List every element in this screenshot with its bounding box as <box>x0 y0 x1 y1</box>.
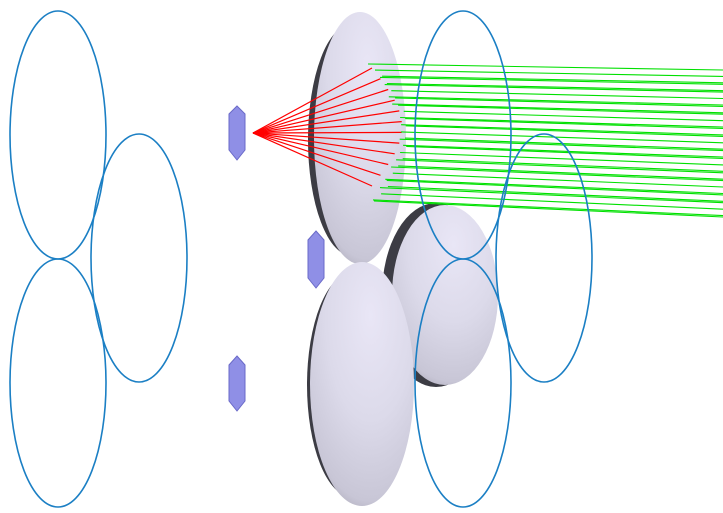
collimated-ray <box>405 118 723 130</box>
aperture-outline <box>9 10 107 260</box>
collimated-ray <box>400 131 723 144</box>
collimated-ray <box>373 200 723 218</box>
collimated-ray <box>402 158 723 172</box>
collimated-ray <box>391 90 723 100</box>
collimated-ray <box>405 125 723 137</box>
collimated-ray <box>392 103 723 114</box>
collimated-ray <box>404 137 723 150</box>
collimated-ray <box>374 69 723 77</box>
aperture-outline <box>90 133 188 383</box>
ray-to-mirror <box>252 132 389 166</box>
ray-to-mirror <box>252 131 402 134</box>
collimated-ray <box>388 96 723 106</box>
rays-to-mirror <box>252 67 402 187</box>
collimated-ray <box>398 165 723 180</box>
collimated-ray <box>406 145 723 160</box>
collimated-ray <box>391 166 723 182</box>
collimated-ray <box>403 110 723 122</box>
aperture-outline <box>9 258 107 508</box>
collimated-ray <box>395 97 723 107</box>
collimated-ray <box>399 138 723 152</box>
collimated-ray <box>382 75 723 84</box>
ray-to-mirror <box>252 78 381 134</box>
ray-to-mirror <box>252 99 395 134</box>
collimated-ray <box>381 193 723 210</box>
collimated-ray <box>401 124 723 136</box>
collimated-ray <box>379 187 723 204</box>
parabolic-mirror <box>307 262 414 506</box>
source-element <box>228 355 246 412</box>
ray-to-mirror <box>252 88 389 134</box>
collimated-ray <box>387 185 723 202</box>
ray-to-mirror <box>252 121 402 134</box>
aperture-outlines <box>9 10 593 508</box>
collimated-ray <box>400 151 723 166</box>
collimated-ray <box>403 144 723 158</box>
collimated-ray <box>400 116 723 128</box>
aperture-outline <box>495 133 593 383</box>
ray-to-mirror <box>252 132 373 187</box>
ray-to-mirror <box>252 132 395 155</box>
collimated-ray <box>367 63 723 71</box>
collimated-ray <box>386 82 723 92</box>
collimated-ray <box>396 159 723 174</box>
collimated-ray <box>379 76 723 85</box>
collimated-rays <box>367 63 723 218</box>
ray-to-mirror <box>252 110 400 134</box>
ray-to-mirror <box>252 67 373 134</box>
collimated-ray <box>385 178 723 195</box>
aperture-outline <box>414 258 512 508</box>
mirror-face <box>310 262 414 506</box>
ray-to-mirror <box>252 132 400 144</box>
collimated-ray <box>372 199 723 217</box>
source-element <box>228 105 246 161</box>
collimated-ray <box>398 104 723 115</box>
collimated-ray <box>384 84 723 93</box>
collimated-ray <box>392 172 723 188</box>
ray-to-mirror <box>252 132 381 176</box>
source-element <box>307 230 325 289</box>
collimated-ray <box>386 179 723 196</box>
